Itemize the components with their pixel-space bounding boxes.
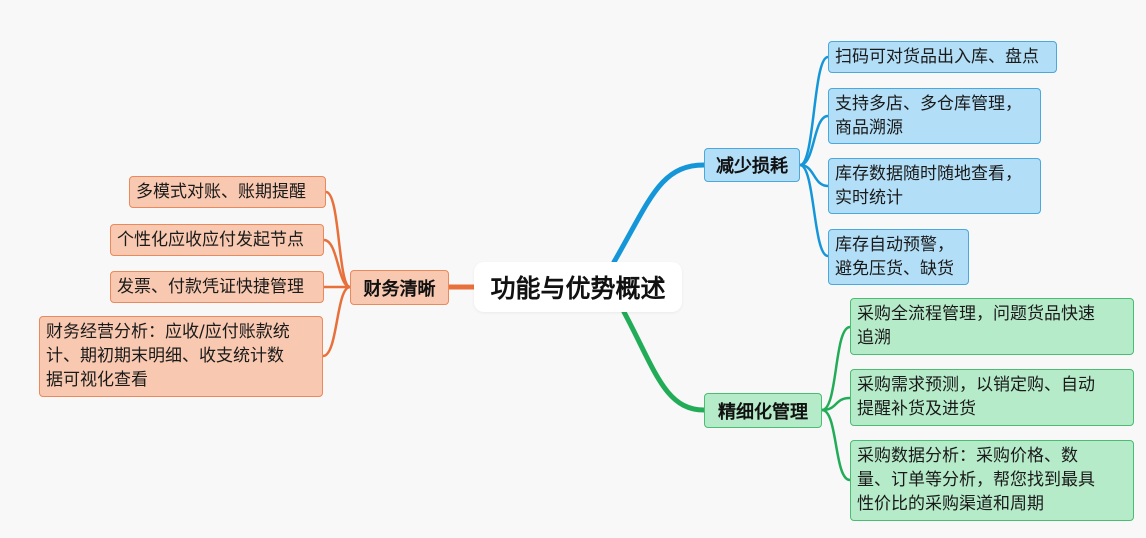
link-root-reduce-loss	[611, 162, 707, 265]
link-finance-4	[322, 285, 351, 358]
reduce-loss-item-4[interactable]: 库存自动预警， 避免压货、缺货	[828, 229, 969, 285]
link-fine-2	[821, 396, 851, 412]
link-reduce-1	[799, 55, 829, 167]
finance-item-3[interactable]: 发票、付款凭证快捷管理	[110, 271, 324, 303]
finance-item-4[interactable]: 财务经营分析：应收/应付账款统 计、期初期末明细、收支统计数 据可视化查看	[39, 316, 323, 397]
link-fine-3	[821, 408, 851, 482]
branch-reduce-loss[interactable]: 减少损耗	[704, 148, 800, 182]
fine-management-item-3[interactable]: 采购数据分析：采购价格、数 量、订单等分析，帮您找到最具 性价比的采购渠道和周期	[850, 440, 1134, 521]
link-finance-2	[323, 238, 351, 289]
link-finance-1	[325, 190, 351, 289]
link-root-fine-management	[621, 309, 707, 413]
link-reduce-4	[799, 163, 829, 258]
link-reduce-2	[799, 114, 829, 167]
fine-management-item-1[interactable]: 采购全流程管理，问题货品快速 追溯	[850, 298, 1134, 355]
finance-item-2[interactable]: 个性化应收应付发起节点	[110, 224, 324, 256]
branch-fine-management[interactable]: 精细化管理	[704, 393, 822, 428]
reduce-loss-item-2[interactable]: 支持多店、多仓库管理， 商品溯源	[828, 88, 1041, 144]
branch-finance[interactable]: 财务清晰	[350, 270, 449, 305]
finance-item-1[interactable]: 多模式对账、账期提醒	[129, 176, 326, 208]
reduce-loss-item-3[interactable]: 库存数据随时随地查看， 实时统计	[828, 158, 1041, 214]
link-fine-1	[821, 325, 851, 412]
fine-management-item-2[interactable]: 采购需求预测，以销定购、自动 提醒补货及进货	[850, 369, 1134, 426]
reduce-loss-item-1[interactable]: 扫码可对货品出入库、盘点	[828, 41, 1057, 73]
root-topic[interactable]: 功能与优势概述	[474, 262, 682, 312]
